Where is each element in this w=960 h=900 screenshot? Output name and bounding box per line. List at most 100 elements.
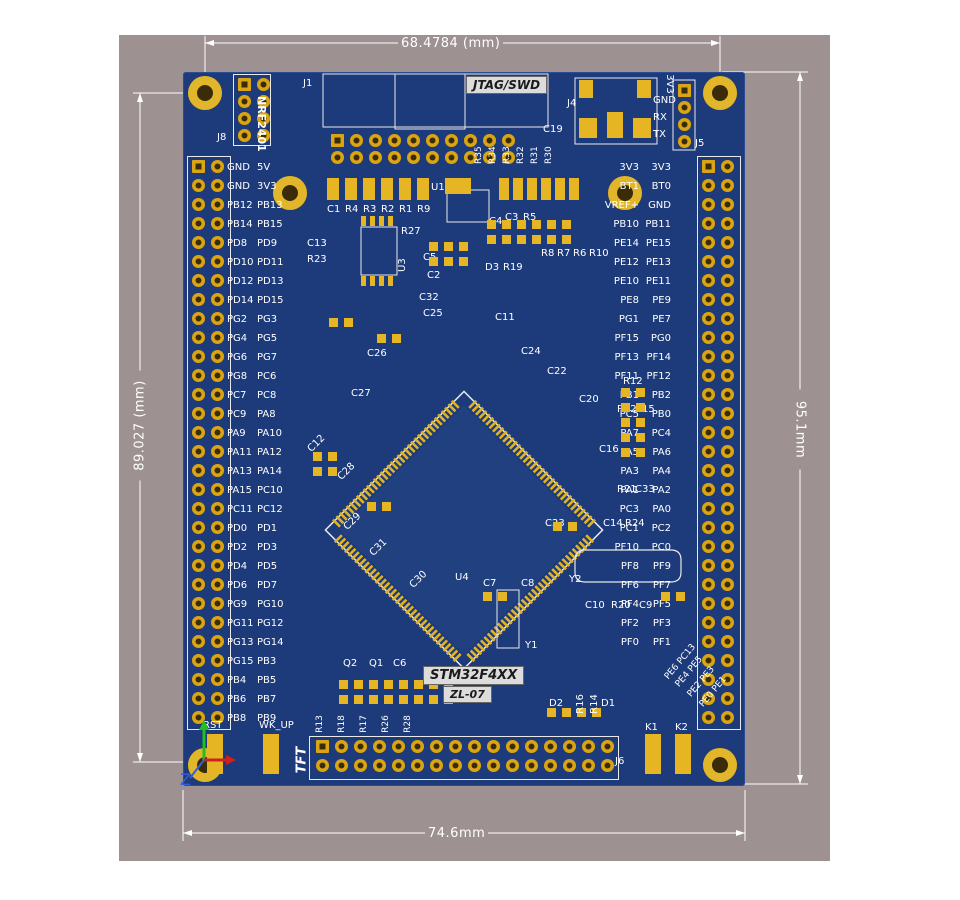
header-pin-row <box>189 329 227 346</box>
component-ref: R31 <box>530 146 540 164</box>
mcu-pin <box>337 537 347 547</box>
header-pin-row <box>699 196 737 213</box>
k1-button[interactable] <box>645 734 661 774</box>
header-pin <box>702 711 715 724</box>
smd-pad <box>483 592 492 601</box>
header-pin-row <box>189 348 227 365</box>
mcu-pin <box>352 498 362 508</box>
right-pin-label: PG1 <box>618 314 639 325</box>
left-pin-label: PG2 <box>227 314 248 325</box>
header-pin <box>525 740 538 753</box>
left-pin-label: PD15 <box>257 295 284 306</box>
header-pin <box>721 236 734 249</box>
smd-pad <box>417 178 429 200</box>
c14-label: C14 <box>603 518 623 529</box>
header-pin <box>238 78 251 91</box>
left-pin-label: PB5 <box>257 675 277 686</box>
header-pin <box>392 759 405 772</box>
mcu-pin <box>486 632 496 642</box>
mcu-pin <box>350 551 360 561</box>
c10-label: C10 <box>585 600 605 611</box>
header-pin-row <box>189 424 227 441</box>
rst-button[interactable] <box>207 734 223 774</box>
header-pin <box>721 407 734 420</box>
c9-label: C9 <box>639 600 653 611</box>
header-pin <box>525 759 538 772</box>
header-pin <box>721 502 734 515</box>
header-pin <box>678 135 691 148</box>
mcu-pin <box>517 602 527 612</box>
mcu-pin <box>342 508 352 518</box>
smd-pad <box>392 334 401 343</box>
smd-pad <box>384 695 393 704</box>
header-pin <box>702 559 715 572</box>
c8-label: C8 <box>521 578 535 589</box>
header-pin <box>316 740 329 753</box>
left-pin-label: PB8 <box>227 713 247 724</box>
header-pin <box>211 312 224 325</box>
component-ref: R32 <box>516 146 526 164</box>
mcu-pin <box>469 649 479 659</box>
mcu-pin <box>367 568 377 578</box>
component-ref: R7 <box>557 248 571 259</box>
smd-pad <box>381 178 393 200</box>
k2-button[interactable] <box>675 734 691 774</box>
mcu-pin <box>452 653 462 662</box>
header-pin <box>449 740 462 753</box>
mcu-pin <box>527 591 537 601</box>
mcu-pin <box>422 622 432 632</box>
r21-label: R21 <box>617 484 637 495</box>
header-pin <box>407 151 420 164</box>
component-ref: R28 <box>402 715 413 733</box>
dim-bottom-width: 74.6mm <box>425 826 489 841</box>
mcu-pin <box>447 403 457 413</box>
header-pin-row <box>189 671 227 688</box>
header-pin <box>192 350 205 363</box>
smd-pad <box>555 178 565 200</box>
smd-pad <box>547 708 556 717</box>
mcu-pin <box>345 505 355 515</box>
header-pin <box>192 597 205 610</box>
j5-pin-label: GND <box>653 95 676 106</box>
header-pin <box>601 740 614 753</box>
header-pin <box>721 654 734 667</box>
wkup-button[interactable] <box>263 734 279 774</box>
mcu-pin <box>468 399 478 409</box>
r23-label: R23 <box>307 254 327 265</box>
header-pin <box>721 635 734 648</box>
mcu-pin <box>420 430 430 440</box>
header-pin <box>211 673 224 686</box>
mcu-pin <box>372 477 382 487</box>
dim-top-width: 68.4784 (mm) <box>398 36 504 51</box>
header-pin-row <box>189 652 227 669</box>
left-pin-label: PB12 <box>227 200 253 211</box>
header-pin <box>721 426 734 439</box>
right-pin-label: PE14 <box>613 238 639 249</box>
header-pin <box>192 578 205 591</box>
header-pin <box>211 426 224 439</box>
y1-label: Y1 <box>525 640 538 651</box>
mounting-hole <box>703 76 737 110</box>
smd-pad <box>487 220 496 229</box>
header-pin <box>483 151 496 164</box>
mcu-pin <box>564 554 574 564</box>
axis-triad <box>189 720 236 779</box>
right-pin-label: PA1 <box>620 485 639 496</box>
mcu-pin <box>571 547 581 557</box>
smd-pad <box>329 318 338 327</box>
header-pin-row <box>699 177 737 194</box>
header-pin <box>211 692 224 705</box>
left-pin-label: GND <box>227 162 250 173</box>
mcu-pin <box>505 437 515 447</box>
header-pin <box>192 179 205 192</box>
header-pin <box>211 540 224 553</box>
mcu-pin <box>357 558 367 567</box>
smd-pad <box>313 467 322 476</box>
mcu-pin <box>403 447 413 457</box>
right-pin-label: 3V3 <box>651 162 671 173</box>
header-pin-row <box>699 424 737 441</box>
header-pin-row <box>189 272 227 289</box>
q1-label: Q1 <box>369 658 384 669</box>
header-pin <box>702 483 715 496</box>
r24-label: R24 <box>625 518 645 529</box>
